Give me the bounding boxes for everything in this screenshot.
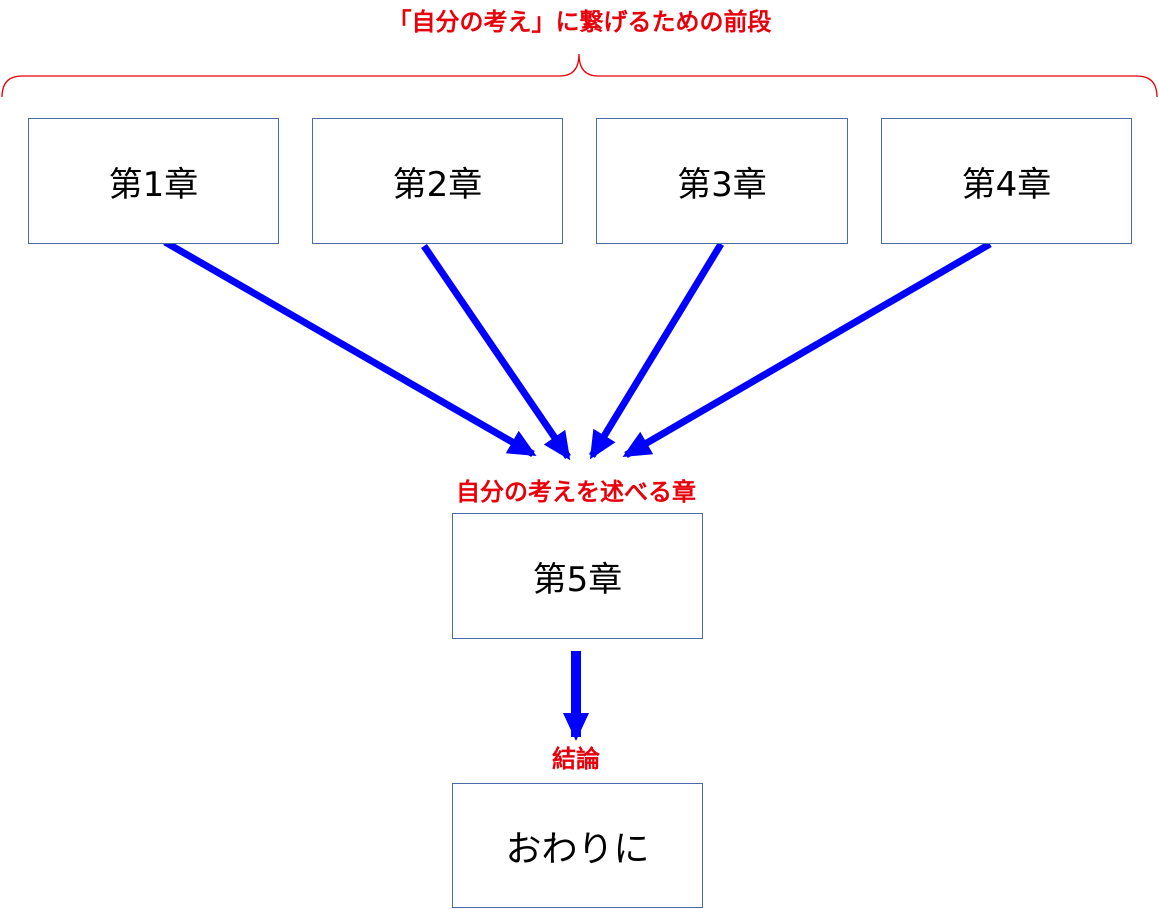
chapter-3-label: 第3章 xyxy=(677,164,767,205)
chapter-2-label: 第2章 xyxy=(392,164,483,205)
conclusion-caption: 結論 xyxy=(552,745,600,773)
chapter-4-label: 第4章 xyxy=(961,164,1052,205)
preamble-group-label: 「自分の考え」に繋げるための前段 xyxy=(387,8,772,36)
chapter-3-box: 第3章 xyxy=(596,118,848,244)
chapter-4-box: 第4章 xyxy=(881,118,1132,244)
arrow-chapter4-to-chapter5 xyxy=(622,240,992,459)
chapter-2-box: 第2章 xyxy=(312,118,563,244)
chapter-5-label: 第5章 xyxy=(532,559,623,600)
ending-box: おわりに xyxy=(452,783,703,908)
ending-label: おわりに xyxy=(505,828,650,870)
grouping-brace xyxy=(1,53,1158,98)
arrow-chapter3-to-chapter5 xyxy=(589,242,724,460)
chapter-5-caption: 自分の考えを述べる章 xyxy=(456,478,696,506)
chapter-1-label: 第1章 xyxy=(108,164,199,205)
chapter-1-box: 第1章 xyxy=(28,118,279,244)
arrow-chapter1-to-chapter5 xyxy=(163,238,537,458)
chapter-5-box: 第5章 xyxy=(452,513,703,639)
arrow-chapter2-to-chapter5 xyxy=(421,244,571,461)
